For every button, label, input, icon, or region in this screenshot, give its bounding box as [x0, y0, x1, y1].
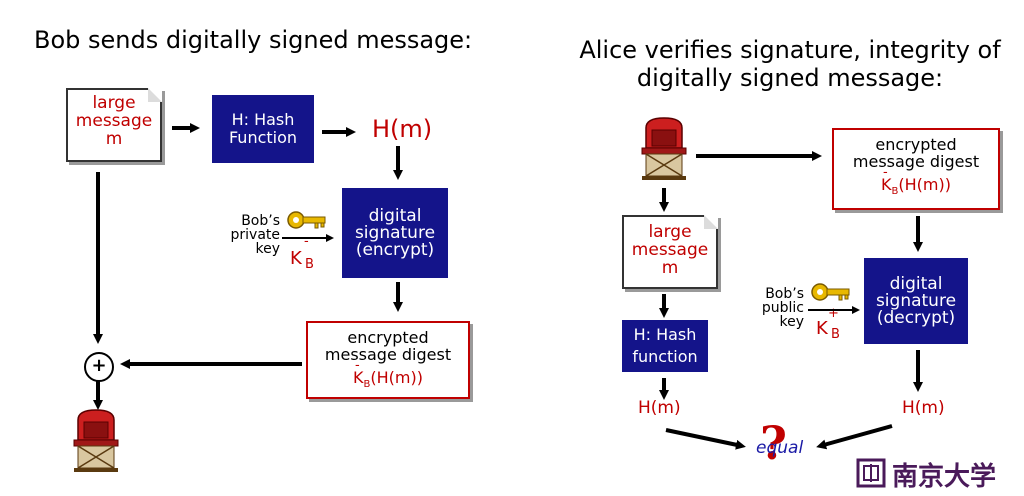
right-large-message-doc: large message m [622, 215, 718, 289]
left-doc-line-2: message [75, 111, 153, 131]
left-hash-line-1: H: Hash [231, 110, 295, 129]
right-hash-function-box: H: Hash function [622, 320, 708, 372]
left-mailbox-icon [73, 409, 119, 472]
right-sig-line-2: signature [875, 290, 957, 311]
right-key-label-2: public [761, 300, 804, 316]
right-hash-line-1: H: Hash [633, 325, 697, 344]
left-key-sub: B [305, 257, 314, 272]
right-title: Alice verifies signature, integrity of d… [550, 36, 1024, 92]
right-key-label-1: Bob’s [765, 286, 804, 302]
right-arrows [659, 151, 923, 450]
right-hm-right-label: H(m) [902, 398, 945, 418]
left-hash-function-box: H: Hash Function [212, 95, 314, 163]
left-large-message-doc: large message m [66, 88, 162, 162]
right-digest-rest: (H(m)) [898, 175, 951, 194]
left-hm-label: H(m) [372, 115, 433, 143]
public-key-icon [811, 283, 850, 301]
right-title-line-2: digitally signed message: [636, 64, 944, 92]
right-digest-sub: B [891, 186, 899, 198]
right-encrypted-digest-box: encrypted message digest KB(H(m)) [832, 128, 1000, 210]
left-private-key-symbol: K - B [290, 234, 314, 272]
left-digest-formula: KB(H(m)) [308, 357, 468, 393]
left-hash-line-2: Function [228, 128, 298, 147]
left-arrows [93, 123, 403, 410]
right-sig-line-3: (decrypt) [876, 307, 956, 328]
left-sig-line-3: (encrypt) [355, 239, 435, 260]
left-sig-line-2: signature [354, 222, 436, 243]
left-key-label: Bob’s private key [218, 213, 281, 257]
right-public-key-symbol: K + B [816, 306, 840, 342]
equal-question-mark: ? [760, 416, 787, 470]
left-digest-sub: B [363, 379, 371, 391]
private-key-icon [287, 211, 326, 229]
right-sig-line-1: digital [889, 273, 943, 294]
left-doc-line-3: m [105, 129, 123, 149]
left-signature-encrypt-box: digital signature (encrypt) [342, 188, 448, 278]
left-title: Bob sends digitally signed message: [34, 26, 473, 54]
left-key-label-3: key [255, 241, 280, 257]
right-title-line-1: Alice verifies signature, integrity of [579, 36, 1001, 64]
right-hash-line-2: function [632, 347, 698, 366]
left-doc-line-1: large [92, 93, 136, 113]
right-digest-formula: KB(H(m)) [834, 164, 998, 200]
right-doc-line-1: large [648, 222, 692, 242]
left-key-sup: - [304, 234, 309, 249]
left-digest-line-1: encrypted [347, 328, 429, 347]
university-seal-icon [856, 458, 886, 488]
right-key-label-3: key [779, 314, 804, 330]
right-signature-decrypt-box: digital signature (decrypt) [864, 258, 968, 344]
right-doc-line-3: m [661, 258, 679, 278]
left-digest-rest: (H(m)) [370, 368, 423, 387]
left-key-label-1: Bob’s [241, 213, 280, 229]
left-encrypted-digest-box: encrypted message digest KB(H(m)) [306, 321, 470, 399]
right-key-label: Bob’s public key [744, 287, 804, 329]
right-mailbox-icon [641, 117, 687, 180]
right-hm-left-label: H(m) [638, 398, 681, 418]
equal-label: equal [756, 438, 804, 458]
right-digest-k: K [881, 164, 892, 193]
left-sig-line-1: digital [368, 205, 422, 226]
right-key-sup: + [828, 306, 839, 321]
right-key-sub: B [831, 327, 840, 342]
combine-plus-icon: + [84, 352, 114, 382]
left-key-k: K [290, 248, 302, 269]
right-key-k: K [816, 318, 828, 339]
left-digest-k: K [353, 357, 364, 386]
right-digest-line-1: encrypted [875, 135, 957, 154]
university-logo-text: 南京大学 [892, 462, 997, 492]
right-doc-line-2: message [631, 240, 709, 260]
left-key-label-2: private [230, 227, 281, 243]
